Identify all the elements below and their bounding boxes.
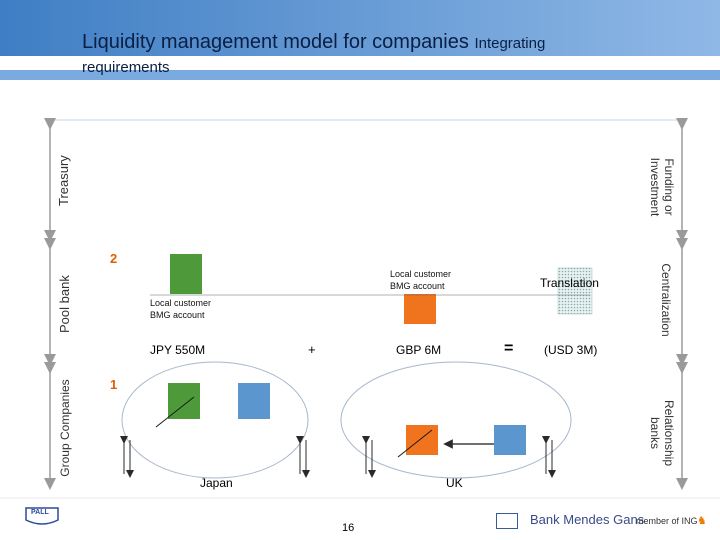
- page-subtitle: requirements: [82, 59, 170, 76]
- translation-label: Translation: [540, 276, 599, 290]
- uk-diagonal: [397, 429, 433, 458]
- bmg-logo-text: Bank Mendes Gans: [530, 512, 645, 527]
- centralization-label: Centralization: [659, 263, 673, 337]
- jpy-pool-box: [170, 254, 202, 294]
- bmg-logo-mark: [496, 513, 518, 529]
- pall-logo-mark: [25, 507, 59, 525]
- japan-diagonal: [155, 396, 195, 428]
- treasury-label: Treasury: [56, 155, 71, 206]
- uk-ellipse: [340, 361, 572, 479]
- step-2-label: 2: [110, 251, 118, 266]
- local-account-gbp: Local customer BMG account: [390, 269, 452, 291]
- header: Liquidity management model for companies…: [0, 0, 720, 82]
- funding-text: Funding or Investment: [648, 157, 676, 217]
- uk-blue-box: [494, 425, 526, 455]
- relationship-text: Relationship banks: [648, 399, 676, 467]
- local-account-jpy: Local customer BMG account: [150, 298, 212, 320]
- header-band: [0, 0, 720, 56]
- title-main: Liquidity management model for companies: [82, 31, 469, 53]
- pall-logo: PALL: [24, 506, 60, 531]
- relationship-label: Relationship banks: [646, 388, 676, 478]
- plus-sign: +: [308, 342, 316, 357]
- page-number: 16: [342, 522, 355, 534]
- japan-label: Japan: [200, 476, 233, 490]
- page-title: Liquidity management model for companies…: [82, 31, 545, 54]
- jpy-amount: JPY 550M: [150, 343, 206, 357]
- gbp-amount: GBP 6M: [396, 343, 442, 357]
- group-companies-label: Group Companies: [58, 363, 75, 493]
- uk-label: UK: [446, 476, 463, 490]
- title-small: Integrating: [474, 35, 546, 52]
- header-underband: [0, 70, 720, 80]
- usd-translation-box: [557, 267, 593, 315]
- gbp-pool-box: [404, 294, 436, 324]
- lion-icon: ♞: [697, 515, 707, 527]
- uk-orange-box: [406, 425, 438, 455]
- ing-logo-text: member of ING: [636, 516, 698, 526]
- japan-blue-box: [238, 383, 270, 419]
- funding-label: Funding or Investment: [646, 142, 676, 232]
- pall-logo-text: PALL: [31, 509, 49, 516]
- usd-amount: (USD 3M): [544, 343, 598, 357]
- japan-ellipse: [121, 361, 309, 479]
- equals-sign: =: [504, 340, 514, 357]
- step-1-label: 1: [110, 377, 118, 392]
- pool-bank-label: Pool bank: [57, 275, 72, 333]
- group-companies-text: Group Companies: [58, 379, 72, 477]
